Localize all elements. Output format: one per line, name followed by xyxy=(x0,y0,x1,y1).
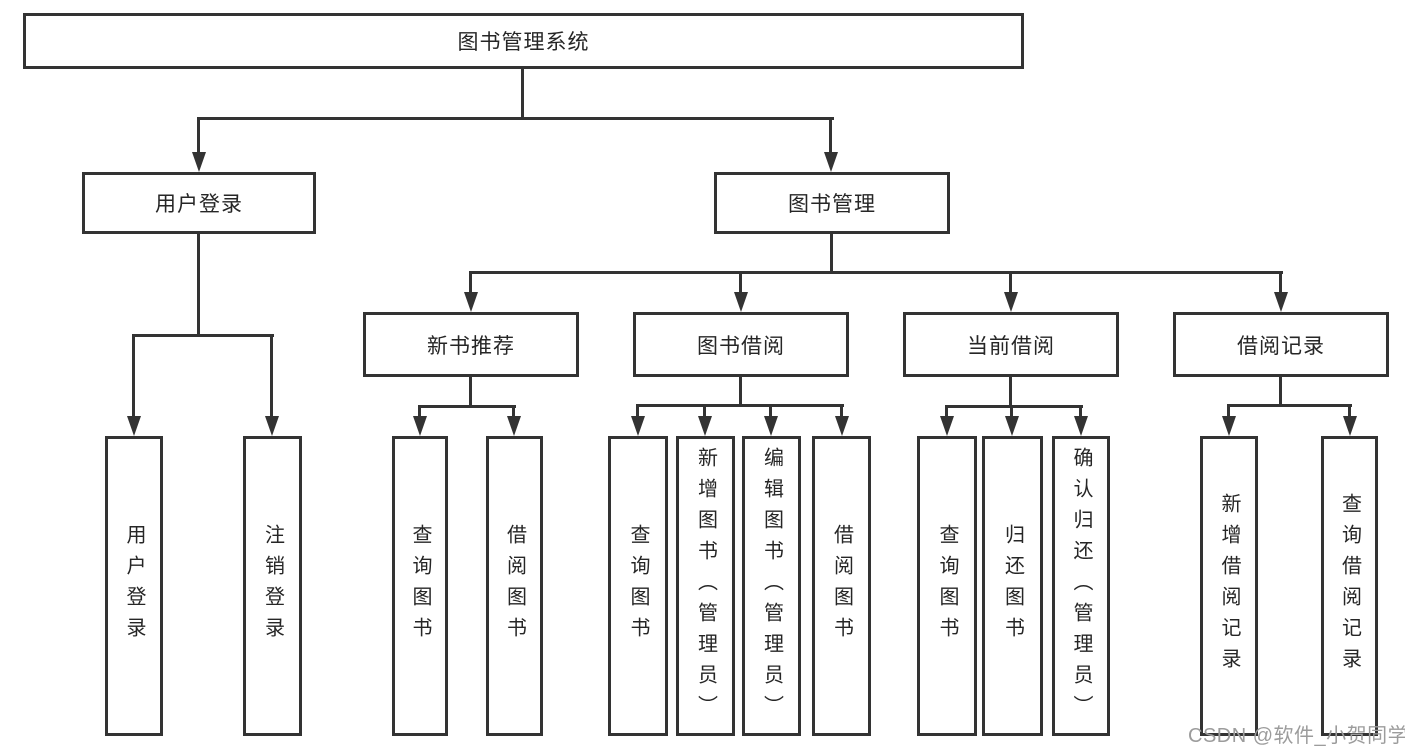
node-label: 新书推荐 xyxy=(427,334,515,358)
node-user-login: 用户登录 xyxy=(82,172,316,234)
connector-line xyxy=(636,404,639,421)
leaf-label: 编辑图书（管理员） xyxy=(760,446,783,726)
connector-line xyxy=(1010,405,1013,421)
leaf-label: 新增图书（管理员） xyxy=(694,446,717,726)
node-book-borrow: 图书借阅 xyxy=(633,312,849,377)
arrow-down-icon xyxy=(1005,416,1019,436)
connector-line xyxy=(1348,404,1351,421)
connector-line xyxy=(270,334,273,422)
connector-line xyxy=(418,405,421,421)
leaf-borrow-books-1: 借阅图书 xyxy=(486,436,543,736)
connector-line xyxy=(945,405,1083,408)
leaf-label: 查询图书 xyxy=(936,524,958,648)
node-label: 用户登录 xyxy=(155,193,243,216)
connector-line xyxy=(1279,271,1282,299)
connector-line xyxy=(739,377,742,407)
leaf-query-books-1: 查询图书 xyxy=(392,436,448,736)
leaf-label: 查询图书 xyxy=(409,524,431,648)
connector-line xyxy=(521,68,524,119)
connector-line xyxy=(1227,404,1352,407)
node-label: 图书管理系统 xyxy=(457,31,590,54)
node-label: 借阅记录 xyxy=(1237,334,1325,358)
leaf-label: 用户登录 xyxy=(123,524,145,648)
connector-line xyxy=(132,334,274,337)
leaf-label: 查询图书 xyxy=(627,524,649,648)
leaf-add-borrow-record: 新增借阅记录 xyxy=(1200,436,1258,736)
node-root-library-system: 图书管理系统 xyxy=(23,13,1024,69)
connector-line xyxy=(197,234,200,337)
arrow-down-icon xyxy=(464,292,478,312)
connector-line xyxy=(1079,405,1082,421)
leaf-query-books-2: 查询图书 xyxy=(608,436,668,736)
arrow-down-icon xyxy=(940,416,954,436)
arrow-down-icon xyxy=(127,416,141,436)
connector-line xyxy=(769,404,772,421)
arrow-down-icon xyxy=(1074,416,1088,436)
arrow-down-icon xyxy=(1274,292,1288,312)
node-label: 图书管理 xyxy=(788,193,876,216)
leaf-label: 查询借阅记录 xyxy=(1338,493,1361,679)
arrow-down-icon xyxy=(1343,416,1357,436)
leaf-borrow-books-2: 借阅图书 xyxy=(812,436,871,736)
csdn-watermark: CSDN @软件_小贺同学 xyxy=(1188,725,1405,747)
connector-line xyxy=(512,405,515,421)
arrow-down-icon xyxy=(265,416,279,436)
connector-line xyxy=(132,334,135,422)
leaf-label: 借阅图书 xyxy=(503,524,526,648)
connector-line xyxy=(197,117,834,120)
connector-line xyxy=(469,271,472,299)
leaf-label: 新增借阅记录 xyxy=(1218,493,1240,679)
leaf-logout: 注销登录 xyxy=(243,436,302,736)
leaf-confirm-return-admin: 确认归还（管理员） xyxy=(1052,436,1110,736)
connector-line xyxy=(469,271,1283,274)
connector-line xyxy=(830,234,833,274)
connector-line xyxy=(636,404,844,407)
leaf-label: 归还图书 xyxy=(1001,524,1024,648)
node-label: 当前借阅 xyxy=(967,334,1055,358)
node-current-borrow: 当前借阅 xyxy=(903,312,1119,377)
arrow-down-icon xyxy=(698,416,712,436)
connector-line xyxy=(418,405,516,408)
leaf-add-books-admin: 新增图书（管理员） xyxy=(676,436,735,736)
arrow-down-icon xyxy=(734,292,748,312)
leaf-user-login: 用户登录 xyxy=(105,436,163,736)
node-label: 图书借阅 xyxy=(697,334,785,358)
arrow-down-icon xyxy=(824,152,838,172)
connector-line xyxy=(1227,404,1230,421)
leaf-label: 确认归还（管理员） xyxy=(1070,446,1092,726)
connector-line xyxy=(469,377,472,408)
connector-line xyxy=(840,404,843,421)
arrow-down-icon xyxy=(507,416,521,436)
arrow-down-icon xyxy=(192,152,206,172)
arrow-down-icon xyxy=(1004,292,1018,312)
node-book-management: 图书管理 xyxy=(714,172,950,234)
node-new-book-recommend: 新书推荐 xyxy=(363,312,579,377)
leaf-return-books: 归还图书 xyxy=(982,436,1043,736)
arrow-down-icon xyxy=(835,416,849,436)
connector-line xyxy=(197,117,200,159)
arrow-down-icon xyxy=(1222,416,1236,436)
connector-line xyxy=(703,404,706,421)
leaf-label: 借阅图书 xyxy=(830,524,853,648)
connector-line xyxy=(1009,271,1012,299)
node-borrow-records: 借阅记录 xyxy=(1173,312,1389,377)
leaf-query-books-3: 查询图书 xyxy=(917,436,977,736)
arrow-down-icon xyxy=(764,416,778,436)
leaf-edit-books-admin: 编辑图书（管理员） xyxy=(742,436,801,736)
leaf-query-borrow-record: 查询借阅记录 xyxy=(1321,436,1378,736)
connector-line xyxy=(1279,377,1282,407)
arrow-down-icon xyxy=(631,416,645,436)
connector-line xyxy=(829,117,832,159)
leaf-label: 注销登录 xyxy=(261,524,284,648)
arrow-down-icon xyxy=(413,416,427,436)
connector-line xyxy=(739,271,742,299)
connector-line xyxy=(1009,377,1012,408)
connector-line xyxy=(945,405,948,421)
